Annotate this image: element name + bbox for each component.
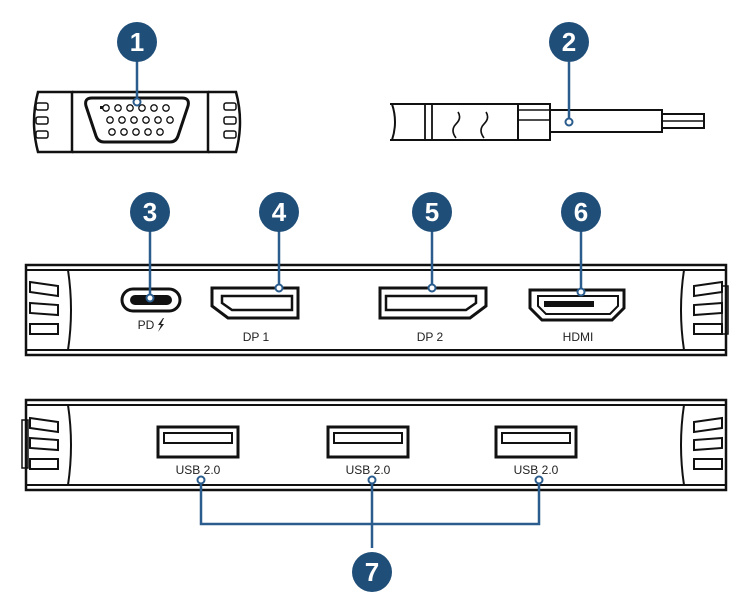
- hub-top-side: PD DP 1 DP 2 HDMI: [24, 263, 729, 357]
- hdmi-label: HDMI: [563, 330, 594, 344]
- hub-bottom-side: USB 2.0 USB 2.0 USB 2.0: [21, 398, 728, 492]
- callout-6-number: 6: [574, 197, 588, 227]
- dp2-label: DP 2: [417, 330, 444, 344]
- pd-label: PD: [138, 318, 155, 332]
- usb-a-port-1: [156, 425, 240, 459]
- callout-3-number: 3: [143, 197, 157, 227]
- callout-1-badge: 1: [117, 22, 157, 62]
- callout-4-number: 4: [272, 197, 287, 227]
- usb-a-port-3: [494, 425, 578, 459]
- callout-4-badge: 4: [259, 192, 299, 232]
- displayport-2-port: [378, 286, 488, 320]
- hdmi-port: [528, 288, 626, 322]
- callout-3-badge: 3: [130, 192, 170, 232]
- vga-connector: [32, 90, 242, 154]
- callout-2-number: 2: [562, 27, 576, 57]
- displayport-1-port: [210, 286, 300, 320]
- vga-pins: [102, 104, 174, 136]
- callout-2-badge: 2: [549, 22, 589, 62]
- callout-lines: [132, 60, 586, 548]
- usb-label-2: USB 2.0: [346, 463, 391, 477]
- usb-c-pd-port: [120, 287, 182, 313]
- callout-7-badge: 7: [352, 552, 392, 592]
- callout-5-badge: 5: [412, 192, 452, 232]
- lightning-bolt-icon: [158, 318, 164, 332]
- callout-6-badge: 6: [561, 192, 601, 232]
- usb-label-3: USB 2.0: [514, 463, 559, 477]
- usb-label-1: USB 2.0: [176, 463, 221, 477]
- callout-1-number: 1: [130, 27, 144, 57]
- callout-7-number: 7: [365, 557, 379, 587]
- dp1-label: DP 1: [243, 330, 270, 344]
- usb-a-port-2: [326, 425, 410, 459]
- usb-c-cable: [390, 103, 705, 141]
- callout-5-number: 5: [425, 197, 439, 227]
